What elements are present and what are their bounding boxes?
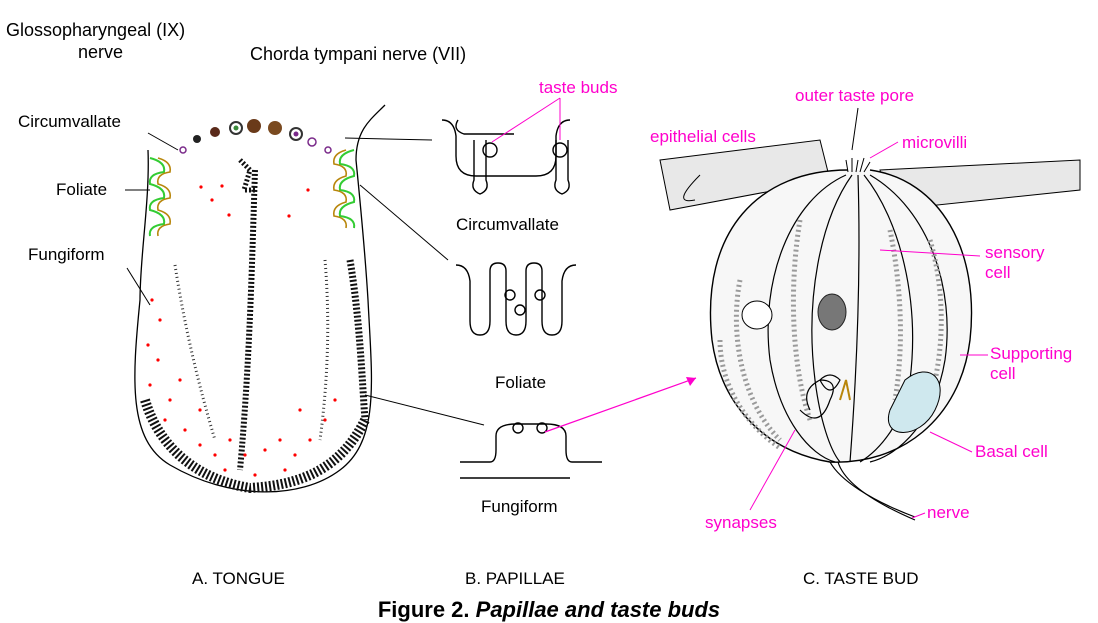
label-nerve: nerve (927, 503, 970, 523)
arrow-to-taste-bud (545, 378, 696, 432)
tongue-drawing (125, 70, 385, 492)
label-epithelial-cells: epithelial cells (650, 127, 756, 147)
figure-caption-prefix: Figure 2. (378, 597, 470, 622)
papillae-drawings (442, 120, 602, 478)
label-circumvallate-tongue: Circumvallate (18, 112, 121, 132)
foliate-left (150, 158, 170, 236)
microvilli (846, 158, 870, 172)
label-glossopharyngeal-nerve: nerve (78, 42, 123, 62)
label-foliate-tongue: Foliate (56, 180, 107, 200)
connector-foliate (360, 185, 448, 260)
sensory-nucleus (818, 294, 846, 330)
label-fungiform-papilla: Fungiform (481, 497, 558, 517)
label-taste-buds: taste buds (539, 78, 617, 98)
leader-taste-buds-1 (492, 98, 560, 142)
leader-fungiform (127, 268, 150, 305)
foliate-right (334, 150, 354, 228)
label-microvilli: microvilli (902, 133, 967, 153)
label-basal-cell: Basal cell (975, 442, 1048, 462)
tongue-shading (145, 160, 365, 488)
label-glossopharyngeal: Glossopharyngeal (IX) (6, 20, 185, 40)
panel-label-papillae: B. PAPILLAE (465, 569, 565, 589)
circumvallate-papillae-row (180, 119, 331, 153)
leader-circumvallate (148, 133, 178, 150)
label-sensory-cell: sensory cell (985, 243, 1045, 283)
label-chorda-tympani: Chorda tympani nerve (VII) (250, 44, 466, 64)
connector-circumvallate (345, 138, 432, 140)
figure-caption-title: Papillae and taste buds (476, 597, 721, 622)
label-synapses: synapses (705, 513, 777, 533)
label-supporting-cell: Supporting cell (990, 344, 1072, 384)
panel-label-taste-bud: C. TASTE BUD (803, 569, 919, 589)
label-outer-taste-pore: outer taste pore (795, 86, 914, 106)
label-fungiform-tongue: Fungiform (28, 245, 105, 265)
connector-fungiform (365, 395, 484, 425)
figure-caption: Figure 2. Papillae and taste buds (0, 597, 1098, 623)
fungiform-dots (146, 184, 336, 476)
label-foliate-papilla: Foliate (495, 373, 546, 393)
panel-label-tongue: A. TONGUE (192, 569, 285, 589)
label-circumvallate-papilla: Circumvallate (456, 215, 559, 235)
tongue-outline (135, 105, 385, 492)
